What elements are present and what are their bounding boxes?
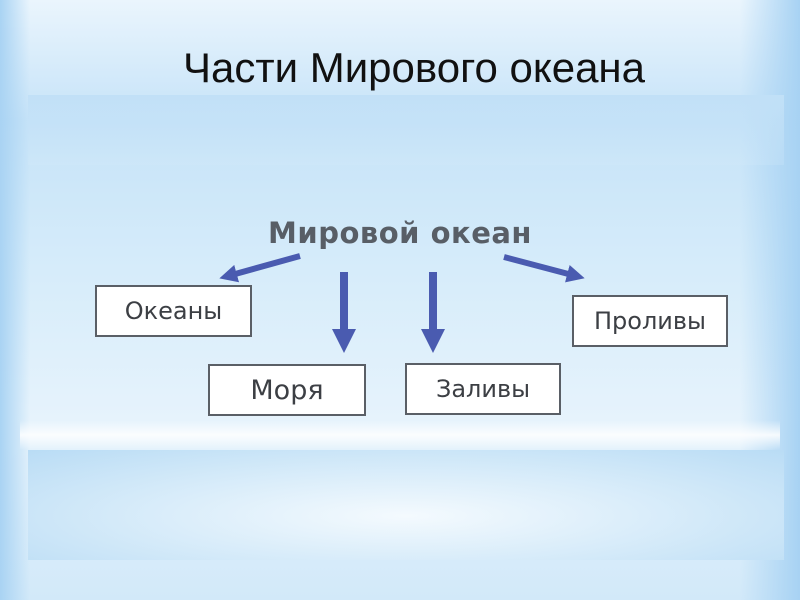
- box-straits-label: Проливы: [594, 307, 706, 335]
- arrow-to-oceans: [219, 253, 301, 283]
- box-straits: Проливы: [572, 295, 728, 347]
- box-bays: Заливы: [405, 363, 561, 415]
- background-band-top: [28, 95, 784, 165]
- box-seas-label: Моря: [250, 374, 324, 406]
- box-seas: Моря: [208, 364, 366, 416]
- box-bays-label: Заливы: [435, 375, 531, 403]
- box-oceans-label: Океаны: [124, 297, 223, 325]
- background-band-highlight: [20, 420, 780, 450]
- slide-title: Части Мирового океана: [183, 44, 645, 91]
- box-oceans: Океаны: [95, 285, 252, 337]
- diagram-root-label: Мировой океан: [268, 216, 532, 250]
- background-left-edge: [0, 0, 30, 600]
- background-band-bottom: [28, 450, 784, 560]
- arrow-to-straits: [503, 254, 585, 283]
